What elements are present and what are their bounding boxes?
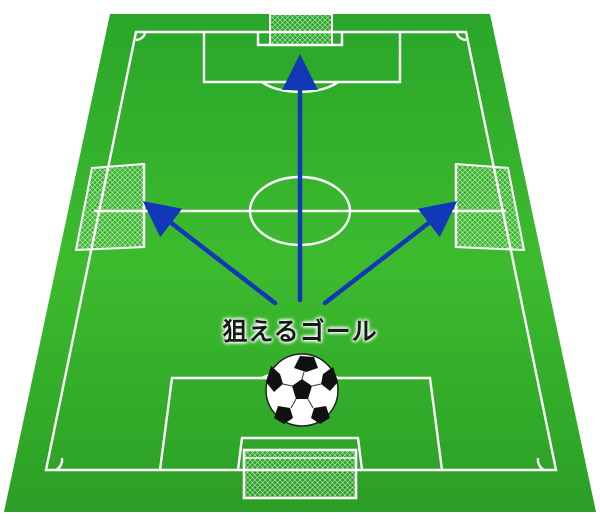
bottom-goal-net-icon [242, 448, 358, 500]
arrow-to-left-goal [142, 201, 278, 306]
target-arrows [142, 54, 458, 306]
soccer-ball-icon [265, 353, 339, 427]
top-goal-net-icon [269, 13, 333, 46]
arrow-to-right-goal [322, 201, 458, 306]
target-goal-caption: 狙えるゴール [222, 317, 378, 346]
